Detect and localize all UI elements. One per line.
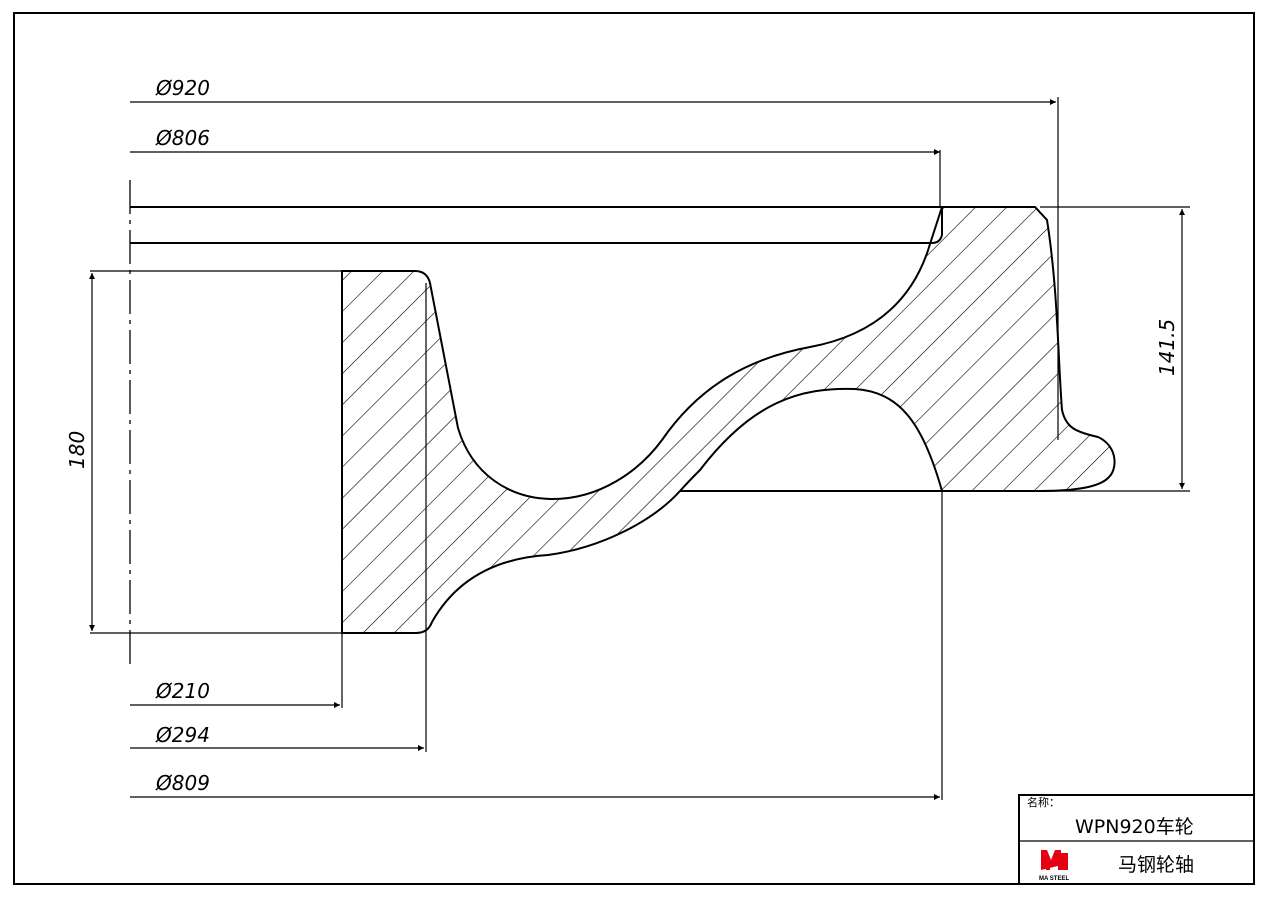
dimension-d294: Ø294 <box>130 283 427 752</box>
dimension-d806: Ø806 <box>130 126 941 207</box>
title-block-company-name: 马钢轮轴 <box>1118 854 1194 876</box>
ma-steel-logo: MA STEEL <box>1039 850 1069 882</box>
dimension-label-180: 180 <box>65 431 89 469</box>
logo-text: MA STEEL <box>1039 876 1069 882</box>
title-block: 名称： WPN920车轮 MA STEEL 马钢轮轴 <box>1018 794 1255 885</box>
dimension-d809: Ø809 <box>130 491 943 800</box>
bore-outline <box>90 270 342 634</box>
dimension-180: 180 <box>65 273 95 631</box>
dimension-label-141-5: 141.5 <box>1155 319 1179 376</box>
title-block-product-name: WPN920车轮 <box>1075 816 1194 838</box>
dimension-label-d920: Ø920 <box>155 76 210 100</box>
dimension-label-d809: Ø809 <box>155 771 210 795</box>
drawing-border <box>13 12 1255 885</box>
dimension-label-d294: Ø294 <box>155 723 210 747</box>
title-block-name-label: 名称： <box>1027 795 1060 809</box>
wheel-cross-section <box>341 206 1116 634</box>
rim-top-band <box>130 206 943 244</box>
dimension-d210: Ø210 <box>130 633 343 708</box>
dimension-d920: Ø920 <box>130 76 1059 440</box>
dimension-label-d210: Ø210 <box>155 679 210 703</box>
dimension-141-5: 141.5 <box>1040 206 1190 492</box>
dimension-label-d806: Ø806 <box>155 126 210 150</box>
